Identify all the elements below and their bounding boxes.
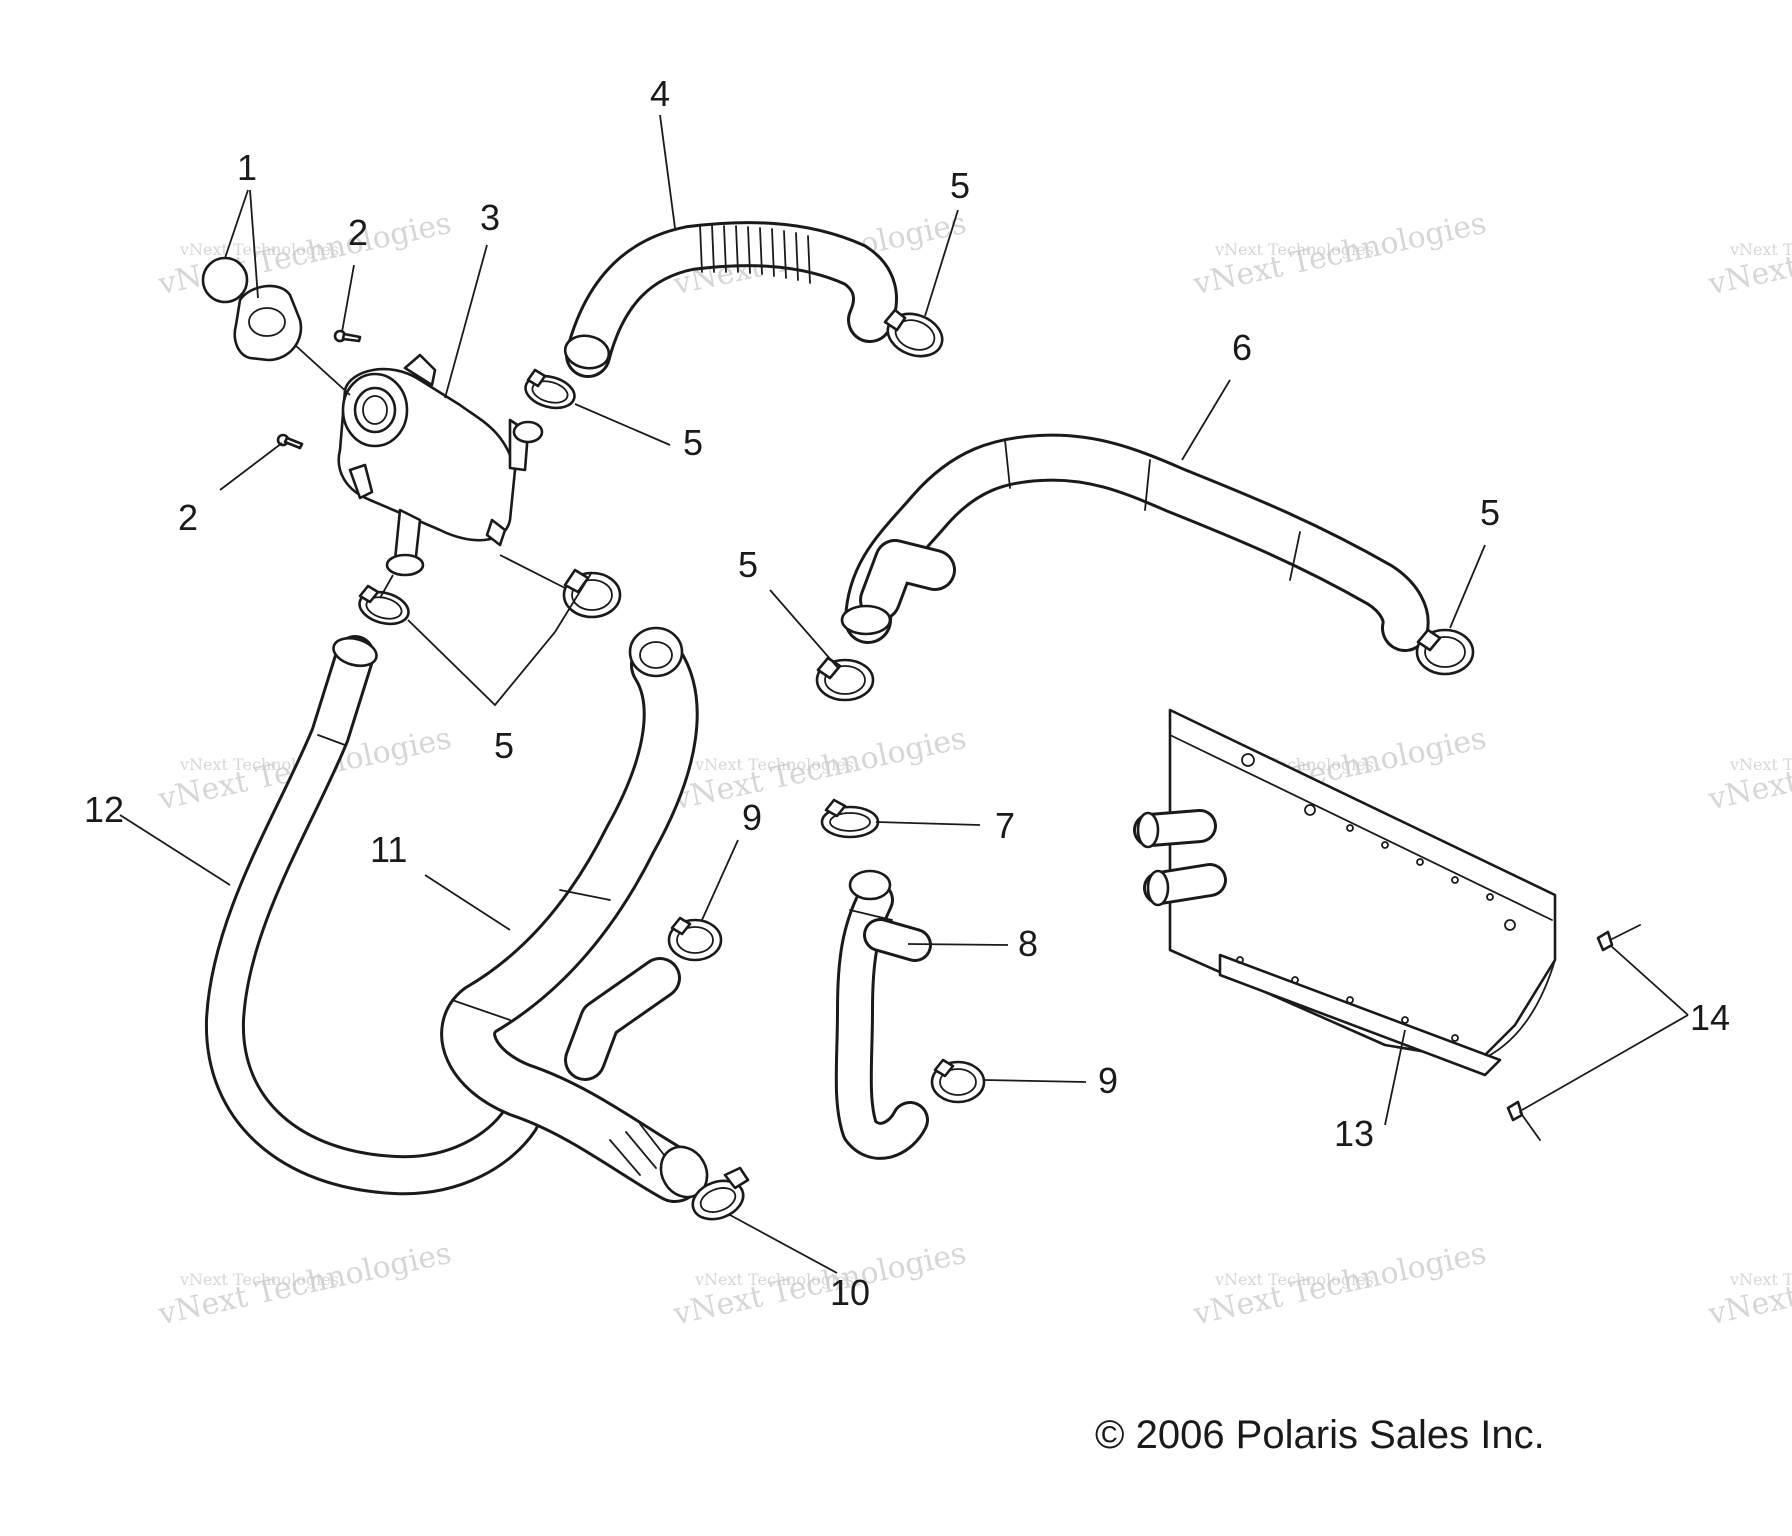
heat-exchanger-13[interactable] <box>1133 708 1557 1077</box>
screw-2-lower[interactable] <box>276 433 304 450</box>
clamp-5-reservoir[interactable] <box>522 368 578 413</box>
watermark: vNext Technologies vNext Technologies <box>670 721 970 817</box>
watermark: vNext Technologies vNext Technologies <box>1705 206 1792 302</box>
svg-text:vNext Technologies: vNext Technologies <box>1729 1270 1792 1289</box>
watermark: vNext Technologies vNext Technologies <box>1705 721 1792 817</box>
rivet-14-upper[interactable] <box>1596 924 1641 952</box>
svg-text:vNext Technologies: vNext Technologies <box>179 240 339 259</box>
watermark: vNext Technologies vNext Technologies <box>670 1236 970 1332</box>
callout-2-lower: 2 <box>178 497 198 538</box>
clamp-10[interactable] <box>687 1166 750 1226</box>
callout-6: 6 <box>1232 327 1252 368</box>
callout-4: 4 <box>650 73 670 114</box>
clamp-5-lower-left[interactable] <box>356 584 412 629</box>
callout-5-hose6-right: 5 <box>1480 492 1500 533</box>
callout-11: 11 <box>370 829 407 870</box>
hose-4[interactable] <box>563 221 898 378</box>
coolant-reservoir-3[interactable] <box>337 353 544 577</box>
radiator-cap-1[interactable] <box>201 256 303 362</box>
callout-5-hose6-left: 5 <box>738 544 758 585</box>
watermark: vNext Technologies vNext Technologies <box>1705 1236 1792 1332</box>
hose-11[interactable] <box>440 626 716 1206</box>
callout-9-upper: 9 <box>742 797 762 838</box>
screw-2-upper[interactable] <box>333 329 362 343</box>
watermark: vNext Technologies vNext Technologies <box>1190 1236 1490 1332</box>
rivet-14-lower[interactable] <box>1506 1100 1541 1141</box>
callout-10: 10 <box>830 1272 870 1313</box>
hose-6[interactable] <box>840 433 1430 652</box>
hose-8[interactable] <box>834 869 932 1160</box>
svg-text:vNext Technologies: vNext Technologies <box>1729 240 1792 259</box>
callout-7: 7 <box>995 805 1015 846</box>
callout-labels: 1 2 2 3 4 5 5 5 5 5 6 7 8 9 9 10 11 12 1… <box>84 73 1730 1313</box>
hose-12[interactable] <box>204 634 540 1196</box>
callout-13: 13 <box>1334 1113 1374 1154</box>
watermark: vNext Technologies vNext Technologies <box>1190 206 1490 302</box>
clamp-9-lower[interactable] <box>930 1058 986 1104</box>
svg-text:vNext Technologies: vNext Technologies <box>1214 1270 1374 1289</box>
clamp-5-center[interactable] <box>562 568 622 619</box>
svg-text:vNext Technologies: vNext Technologies <box>694 755 854 774</box>
callout-5-reservoir: 5 <box>683 422 703 463</box>
callout-5-lower: 5 <box>494 725 514 766</box>
callout-2-upper: 2 <box>348 212 368 253</box>
watermark: vNext Technologies vNext Technologies <box>155 206 455 302</box>
clamp-9-upper[interactable] <box>667 916 723 962</box>
callout-1: 1 <box>237 147 257 188</box>
svg-text:vNext Technologies: vNext Technologies <box>1214 240 1374 259</box>
hose-4-corrugation <box>699 224 811 284</box>
copyright-notice: © 2006 Polaris Sales Inc. <box>1095 1413 1545 1457</box>
svg-text:vNext Technologies: vNext Technologies <box>694 1270 854 1289</box>
watermark: vNext Technologies vNext Technologies <box>155 1236 455 1332</box>
callout-8: 8 <box>1018 923 1038 964</box>
callout-14: 14 <box>1690 997 1730 1038</box>
callout-9-lower: 9 <box>1098 1060 1118 1101</box>
callout-3: 3 <box>480 197 500 238</box>
callout-12: 12 <box>84 789 124 830</box>
clamp-7[interactable] <box>820 798 880 839</box>
clamp-5-hose6-right[interactable] <box>1415 628 1475 676</box>
leader-lines <box>119 114 1689 1274</box>
svg-text:vNext Technologies: vNext Technologies <box>179 1270 339 1289</box>
svg-text:vNext Technologies: vNext Technologies <box>1729 755 1792 774</box>
clamp-5-hose6-left[interactable] <box>815 656 875 702</box>
clamp-5-top[interactable] <box>882 307 948 364</box>
callout-5-top: 5 <box>950 165 970 206</box>
